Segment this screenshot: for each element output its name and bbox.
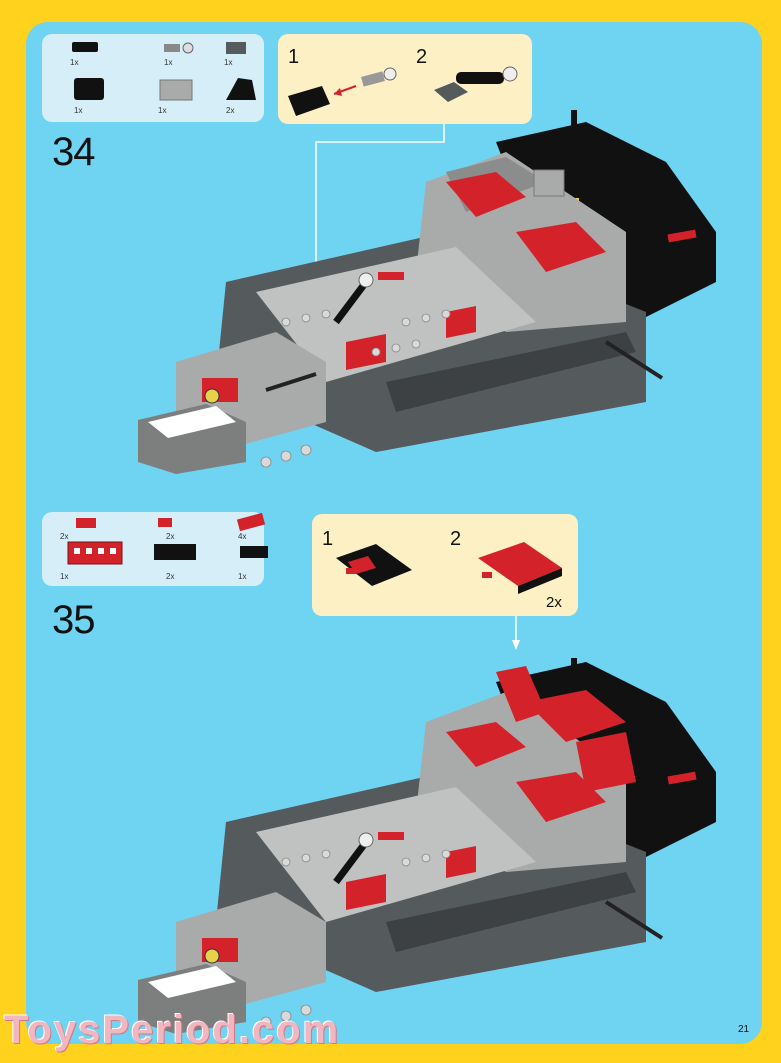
model-illustration-step-35 xyxy=(26,542,762,1042)
part-qty: 4x xyxy=(238,532,246,541)
page-number: 21 xyxy=(738,1024,749,1035)
part-qty: 2x xyxy=(166,532,174,541)
watermark: ToysPeriod.com xyxy=(4,1008,340,1053)
instruction-page: 1x 1x 1x 1x 1x 2x 34 1 2 xyxy=(26,22,762,1044)
model-illustration-step-34 xyxy=(26,22,762,522)
part-qty: 2x xyxy=(60,532,68,541)
